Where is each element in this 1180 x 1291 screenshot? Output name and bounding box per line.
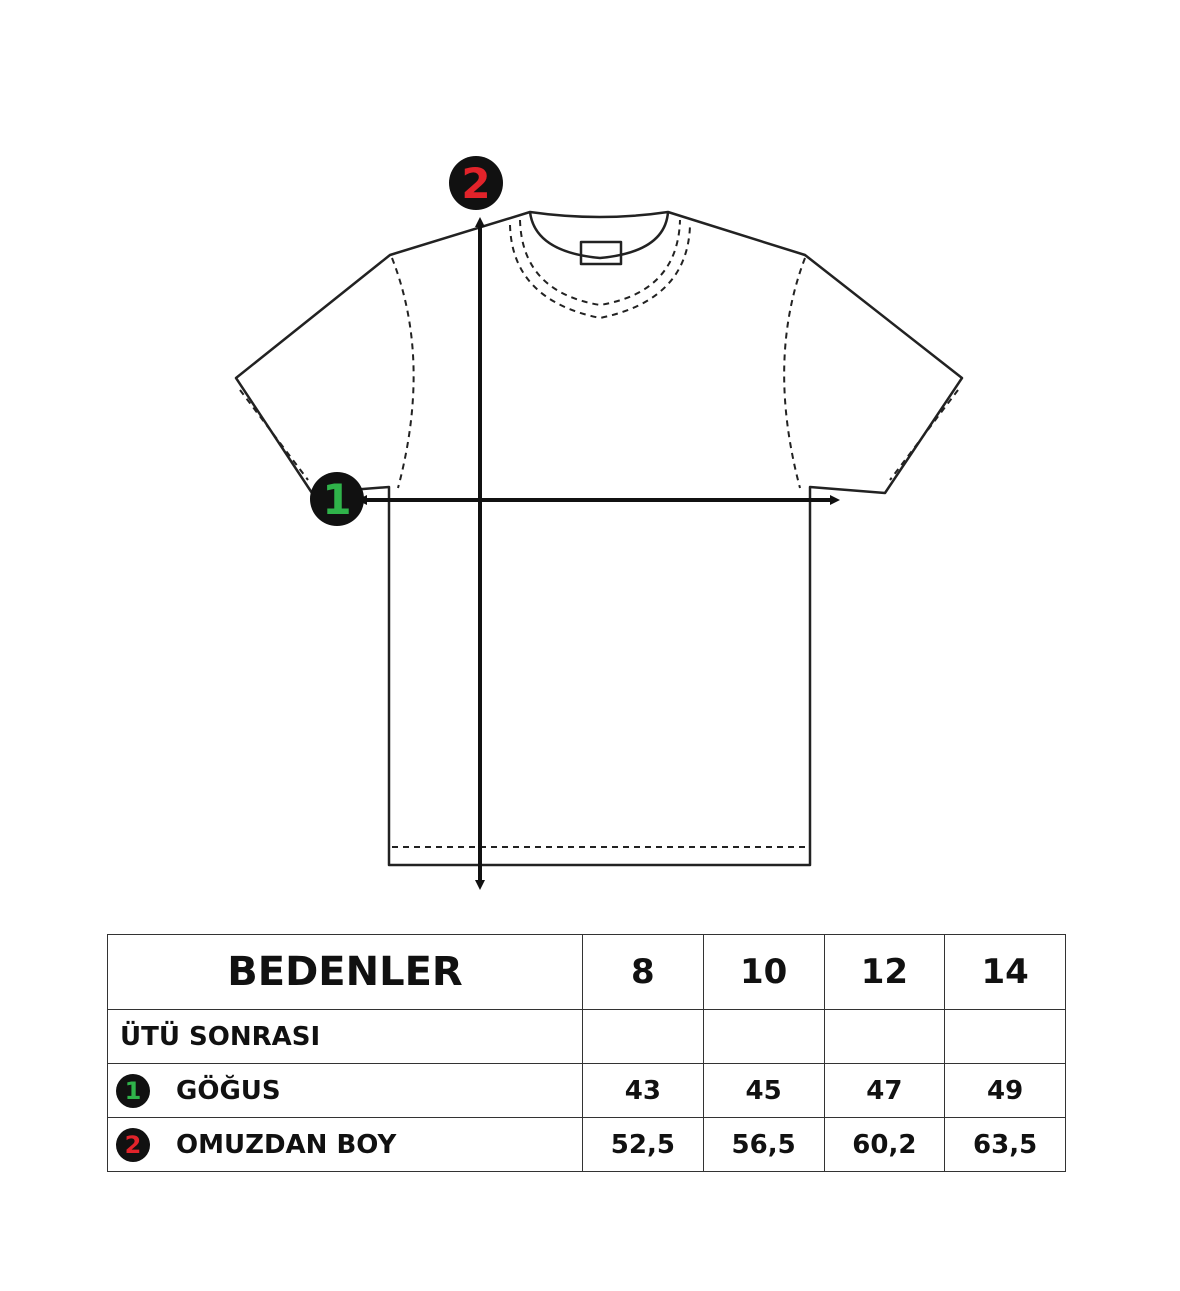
- table-subheader-row: ÜTÜ SONRASI: [107, 1009, 1066, 1064]
- tshirt-outline: [234, 210, 964, 867]
- size-12: 12: [823, 934, 946, 1010]
- sizes-header: BEDENLER: [107, 934, 583, 1010]
- table-header-row: BEDENLER 8 10 12 14: [107, 934, 1066, 1010]
- tshirt-stitching: [239, 219, 959, 848]
- after-ironing-label: ÜTÜ SONRASI: [107, 1009, 583, 1064]
- table-cell: 56,5: [702, 1117, 825, 1172]
- tshirt-diagram: 2 1: [234, 156, 964, 890]
- length-label: OMUZDAN BOY: [176, 1129, 397, 1160]
- badge-1-icon: 1: [310, 472, 364, 526]
- size-10: 10: [702, 934, 825, 1010]
- table-row: 2 OMUZDAN BOY 52,5 56,5 60,2 63,5: [107, 1117, 1066, 1172]
- table-cell: 43: [582, 1063, 704, 1118]
- chest-label: GÖĞUS: [176, 1075, 281, 1106]
- size-14: 14: [944, 934, 1066, 1010]
- table-cell: 49: [944, 1063, 1066, 1118]
- table-row: 1 GÖĞUS 43 45 47 49: [107, 1063, 1066, 1118]
- badge-2-icon: 2: [449, 156, 503, 210]
- badge-2-icon: 2: [116, 1127, 150, 1162]
- measurement-arrows: [357, 217, 840, 890]
- table-cell: 52,5: [582, 1117, 704, 1172]
- size-chart-table: BEDENLER 8 10 12 14 ÜTÜ SONRASI 1 GÖĞUS …: [107, 934, 1066, 1172]
- badge-1-icon: 1: [116, 1073, 150, 1108]
- svg-text:2: 2: [461, 159, 490, 208]
- table-cell: 63,5: [944, 1117, 1066, 1172]
- table-cell: 47: [823, 1063, 946, 1118]
- table-cell: 60,2: [823, 1117, 946, 1172]
- table-cell: 45: [702, 1063, 825, 1118]
- size-8: 8: [582, 934, 704, 1010]
- svg-text:1: 1: [322, 475, 351, 524]
